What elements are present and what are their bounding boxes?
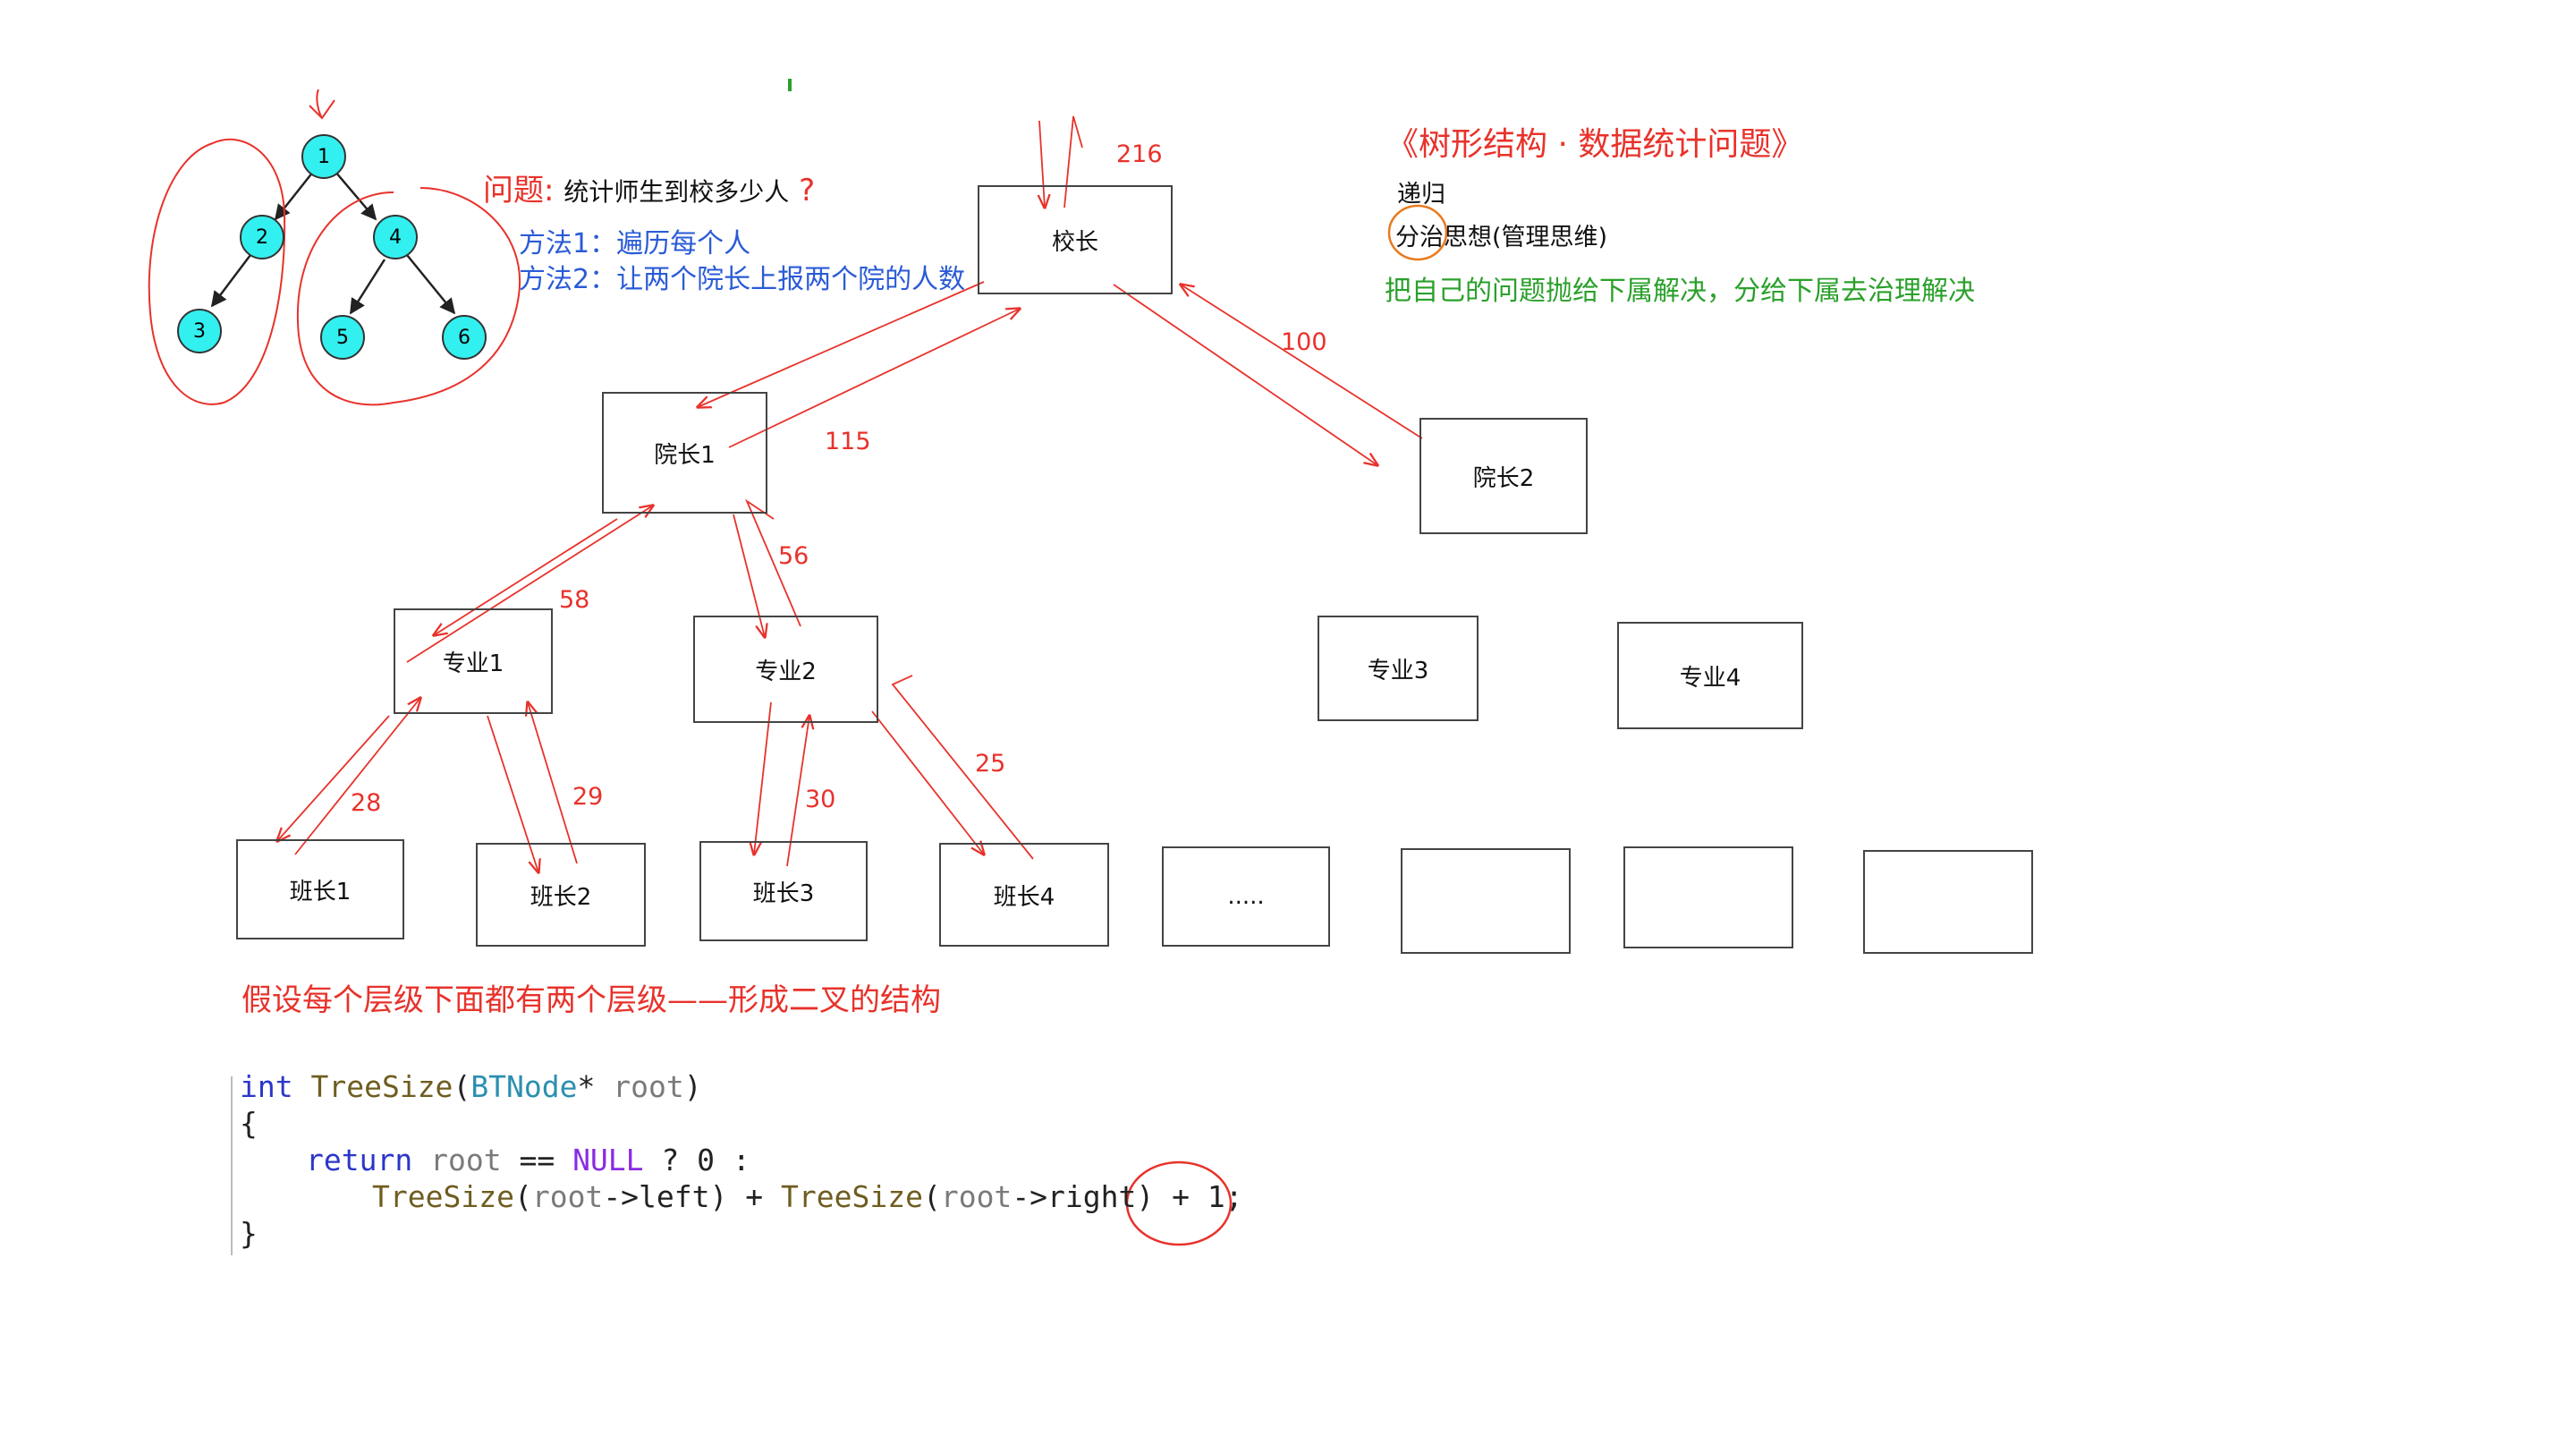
question-text: 统计师生到校多少人: [564, 177, 790, 207]
mini-tree-entry-arrow: [309, 89, 335, 120]
note-divide-conquer-a: 分治: [1395, 224, 1444, 251]
code-line-3: return root == NULL ? 0 :: [306, 1143, 750, 1177]
count-216: 216: [1116, 140, 1163, 168]
mini-node-2: 2: [240, 215, 284, 259]
box-empty-3: [1863, 850, 2033, 954]
question-label: 问题:: [483, 173, 555, 208]
left-subtree-loop: [148, 138, 286, 405]
plus-one-circle: [1125, 1160, 1233, 1246]
count-30: 30: [805, 786, 836, 813]
box-empty-1: [1401, 848, 1571, 954]
mini-tree-edges: [210, 171, 456, 315]
code-line-1: int TreeSize(BTNode* root): [240, 1069, 702, 1104]
note-divide-conquer-b: 思想(管理思维): [1444, 224, 1608, 251]
note-recursion: 递归: [1397, 181, 1445, 208]
box-major1: 专业1: [394, 608, 553, 714]
box-dean1: 院长1: [602, 392, 767, 514]
count-58: 58: [559, 586, 590, 614]
count-115: 115: [825, 428, 871, 455]
box-major4: 专业4: [1617, 622, 1803, 729]
count-28: 28: [351, 789, 382, 817]
box-major3: 专业3: [1318, 616, 1479, 721]
question-mark: ?: [799, 173, 816, 208]
note-explain: 把自己的问题抛给下属解决，分给下属去治理解决: [1385, 276, 1975, 307]
page-title: 《树形结构 · 数据统计问题》: [1386, 126, 1804, 163]
plus-one: + 1;: [1154, 1179, 1243, 1214]
box-monitor1: 班长1: [236, 839, 404, 939]
box-principal: 校长: [978, 185, 1173, 294]
assumption-text: 假设每个层级下面都有两个层级——形成二叉的结构: [242, 982, 941, 1018]
note-divide-conquer: 分治思想(管理思维): [1395, 217, 1607, 252]
count-56: 56: [778, 542, 809, 570]
box-major2: 专业2: [693, 616, 878, 723]
code-line-5: }: [240, 1216, 258, 1251]
count-25: 25: [975, 750, 1006, 778]
mini-node-6: 6: [442, 315, 487, 360]
count-100: 100: [1281, 328, 1327, 356]
code-line-2: {: [240, 1106, 258, 1141]
report-arrows: [277, 115, 1423, 872]
mini-node-5: 5: [320, 315, 365, 360]
box-more: .....: [1162, 846, 1330, 947]
box-monitor4: 班长4: [939, 843, 1109, 947]
question-line: 问题: 统计师生到校多少人 ?: [483, 166, 815, 209]
mini-node-3: 3: [177, 309, 222, 353]
method-2: 方法2：让两个院长上报两个院的人数: [519, 264, 966, 295]
box-empty-2: [1623, 846, 1793, 948]
code-gutter-line: [231, 1076, 233, 1255]
mini-node-1: 1: [301, 134, 346, 179]
box-dean2: 院长2: [1419, 418, 1588, 534]
highlight-circle: [1387, 204, 1448, 261]
right-subtree-loop: [296, 187, 521, 406]
count-29: 29: [572, 783, 604, 811]
method-1: 方法1：遍历每个人: [519, 228, 751, 259]
code-line-4: TreeSize(root->left) + TreeSize(root->ri…: [372, 1179, 1243, 1214]
box-monitor2: 班长2: [476, 843, 646, 947]
box-monitor3: 班长3: [699, 841, 868, 941]
mini-node-4: 4: [373, 215, 418, 259]
code-block: int TreeSize(BTNode* root) { return root…: [231, 1069, 1259, 1257]
